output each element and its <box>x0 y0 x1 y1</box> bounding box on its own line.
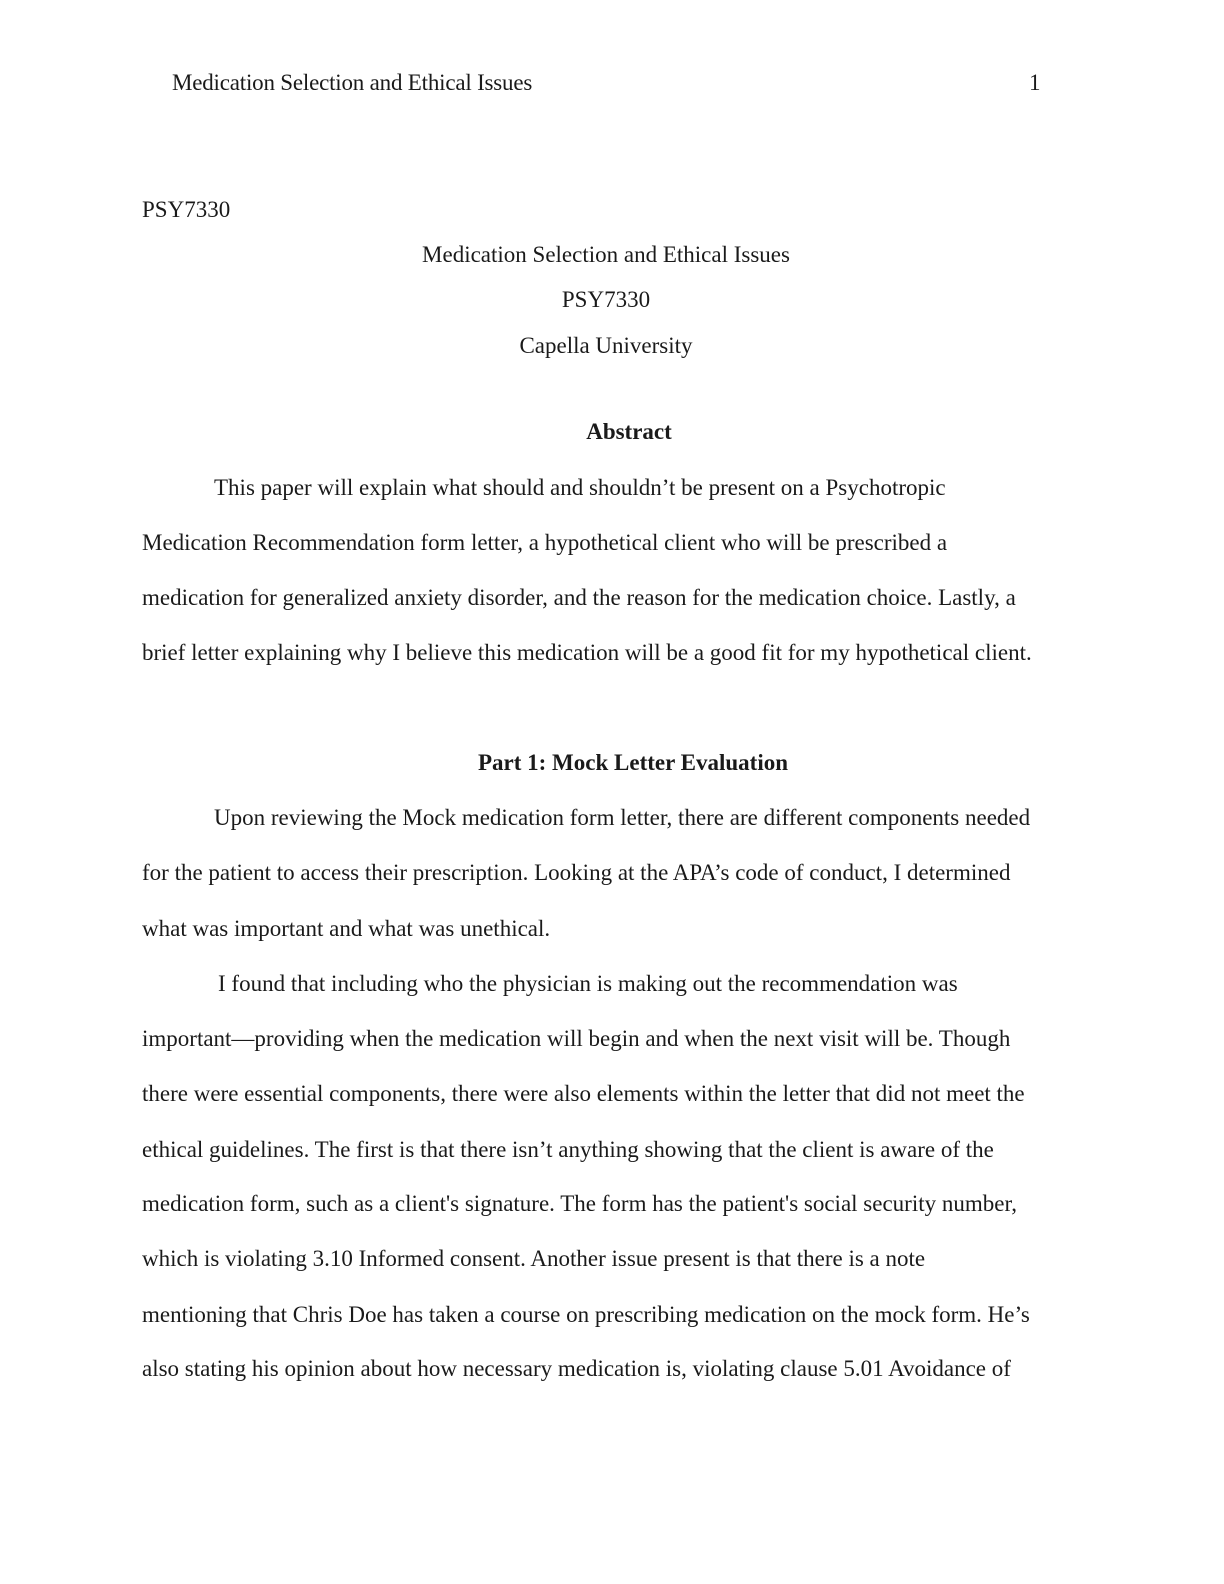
paragraph-line: also stating his opinion about how neces… <box>142 1356 1011 1381</box>
abstract-line: medication for generalized anxiety disor… <box>142 585 1016 610</box>
course-code: PSY7330 <box>142 197 231 222</box>
paragraph-line: what was important and what was unethica… <box>142 916 551 941</box>
paragraph-line: medication form, such as a client's sign… <box>142 1191 1017 1216</box>
paragraph-line: which is violating 3.10 Informed consent… <box>142 1246 926 1271</box>
paragraph-line: important—providing when the medication … <box>142 1026 1011 1051</box>
paragraph-line: mentioning that Chris Doe has taken a co… <box>142 1302 1030 1327</box>
abstract-line: brief letter explaining why I believe th… <box>142 640 1032 665</box>
abstract-line: Medication Recommendation form letter, a… <box>142 530 948 555</box>
paragraph-line: I found that including who the physician… <box>218 971 958 996</box>
abstract-line: This paper will explain what should and … <box>214 475 946 500</box>
paragraph-line: ethical guidelines. The first is that th… <box>142 1137 994 1162</box>
paragraph-line: there were essential components, there w… <box>142 1081 1025 1106</box>
paragraph-line: for the patient to access their prescrip… <box>142 860 1011 885</box>
paragraph-line: Upon reviewing the Mock medication form … <box>214 805 1031 830</box>
course-name: PSY7330 <box>561 287 651 312</box>
part1-heading: Part 1: Mock Letter Evaluation <box>477 750 789 775</box>
abstract-heading: Abstract <box>586 419 672 444</box>
running-head: Medication Selection and Ethical Issues <box>172 70 533 95</box>
page-number: 1 <box>1029 70 1041 95</box>
institution: Capella University <box>519 333 693 358</box>
paper-title: Medication Selection and Ethical Issues <box>422 242 790 267</box>
